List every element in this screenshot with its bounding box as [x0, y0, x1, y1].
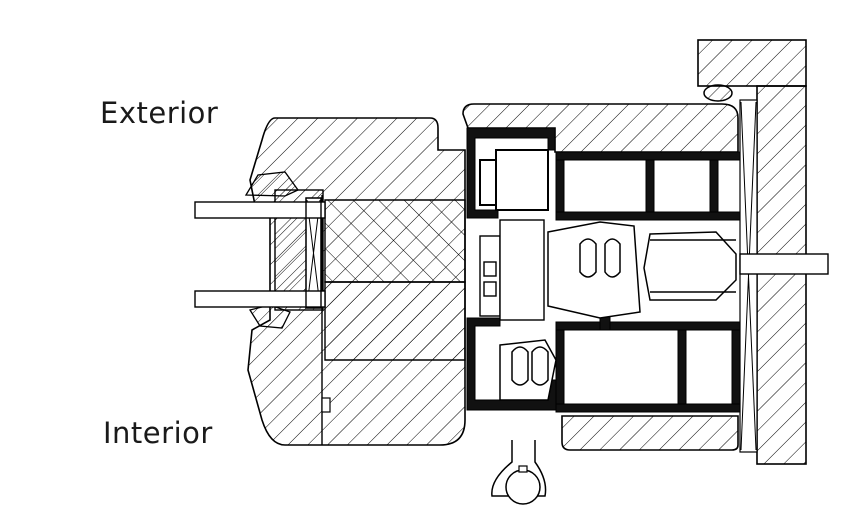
- left-rods: [194, 197, 326, 309]
- anchor-rod: [739, 253, 829, 275]
- right-wall: [739, 85, 807, 465]
- hinge-ring: [491, 440, 547, 505]
- top-casing: [462, 103, 739, 153]
- lower-gasket: [499, 339, 557, 401]
- center-gasket: [547, 221, 737, 319]
- exterior-label: Exterior: [100, 96, 219, 130]
- top-wall-block: [697, 39, 807, 102]
- bottom-casing: [561, 415, 739, 451]
- interior-label: Interior: [103, 416, 213, 450]
- thermal-break: [479, 219, 545, 321]
